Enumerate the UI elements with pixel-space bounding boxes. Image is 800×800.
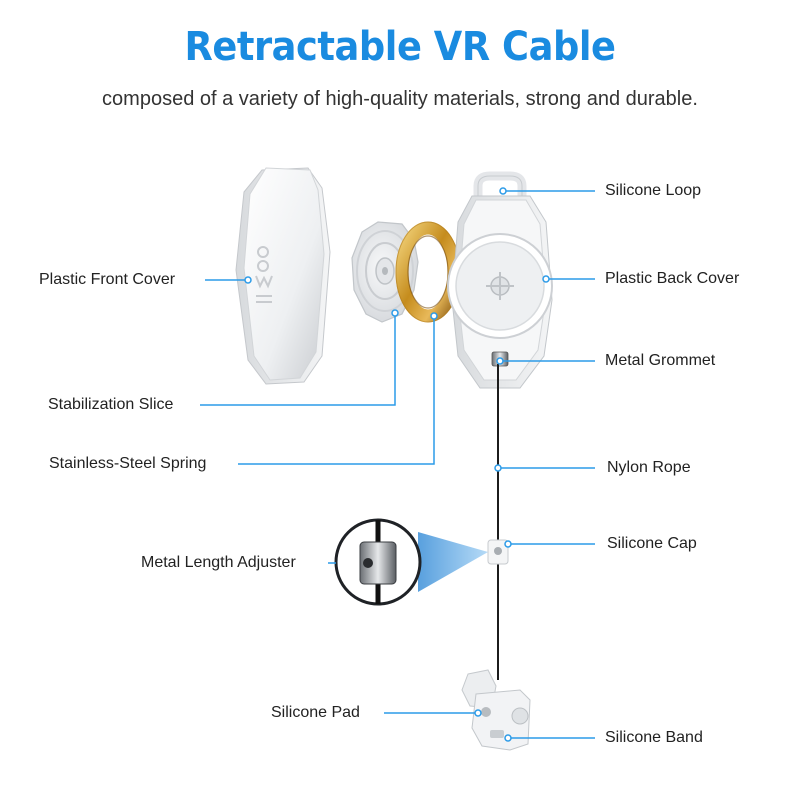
page-title: Retractable VR Cable xyxy=(184,24,616,70)
brand-logo xyxy=(255,246,273,303)
label-metal-length-adjuster: Metal Length Adjuster xyxy=(141,554,296,571)
leader-stabilization xyxy=(200,315,396,406)
label-plastic-front-cover: Plastic Front Cover xyxy=(39,271,176,288)
label-silicone-pad: Silicone Pad xyxy=(271,704,360,721)
leader-spring xyxy=(238,318,435,465)
label-stabilization-slice: Stabilization Slice xyxy=(48,396,174,413)
silicone-band xyxy=(461,669,531,751)
metal-length-adjuster-magnifier xyxy=(334,518,488,606)
page-subtitle: composed of a variety of high-quality ma… xyxy=(102,88,698,110)
plastic-back-cover xyxy=(447,171,553,389)
plastic-front-cover xyxy=(235,167,331,385)
label-plastic-back-cover: Plastic Back Cover xyxy=(605,270,740,287)
label-nylon-rope: Nylon Rope xyxy=(607,459,691,476)
label-stainless-steel-spring: Stainless-Steel Spring xyxy=(49,455,207,472)
label-silicone-cap: Silicone Cap xyxy=(607,535,697,552)
label-silicone-loop: Silicone Loop xyxy=(605,182,702,199)
label-metal-grommet: Metal Grommet xyxy=(605,352,716,369)
label-silicone-band: Silicone Band xyxy=(605,729,703,746)
